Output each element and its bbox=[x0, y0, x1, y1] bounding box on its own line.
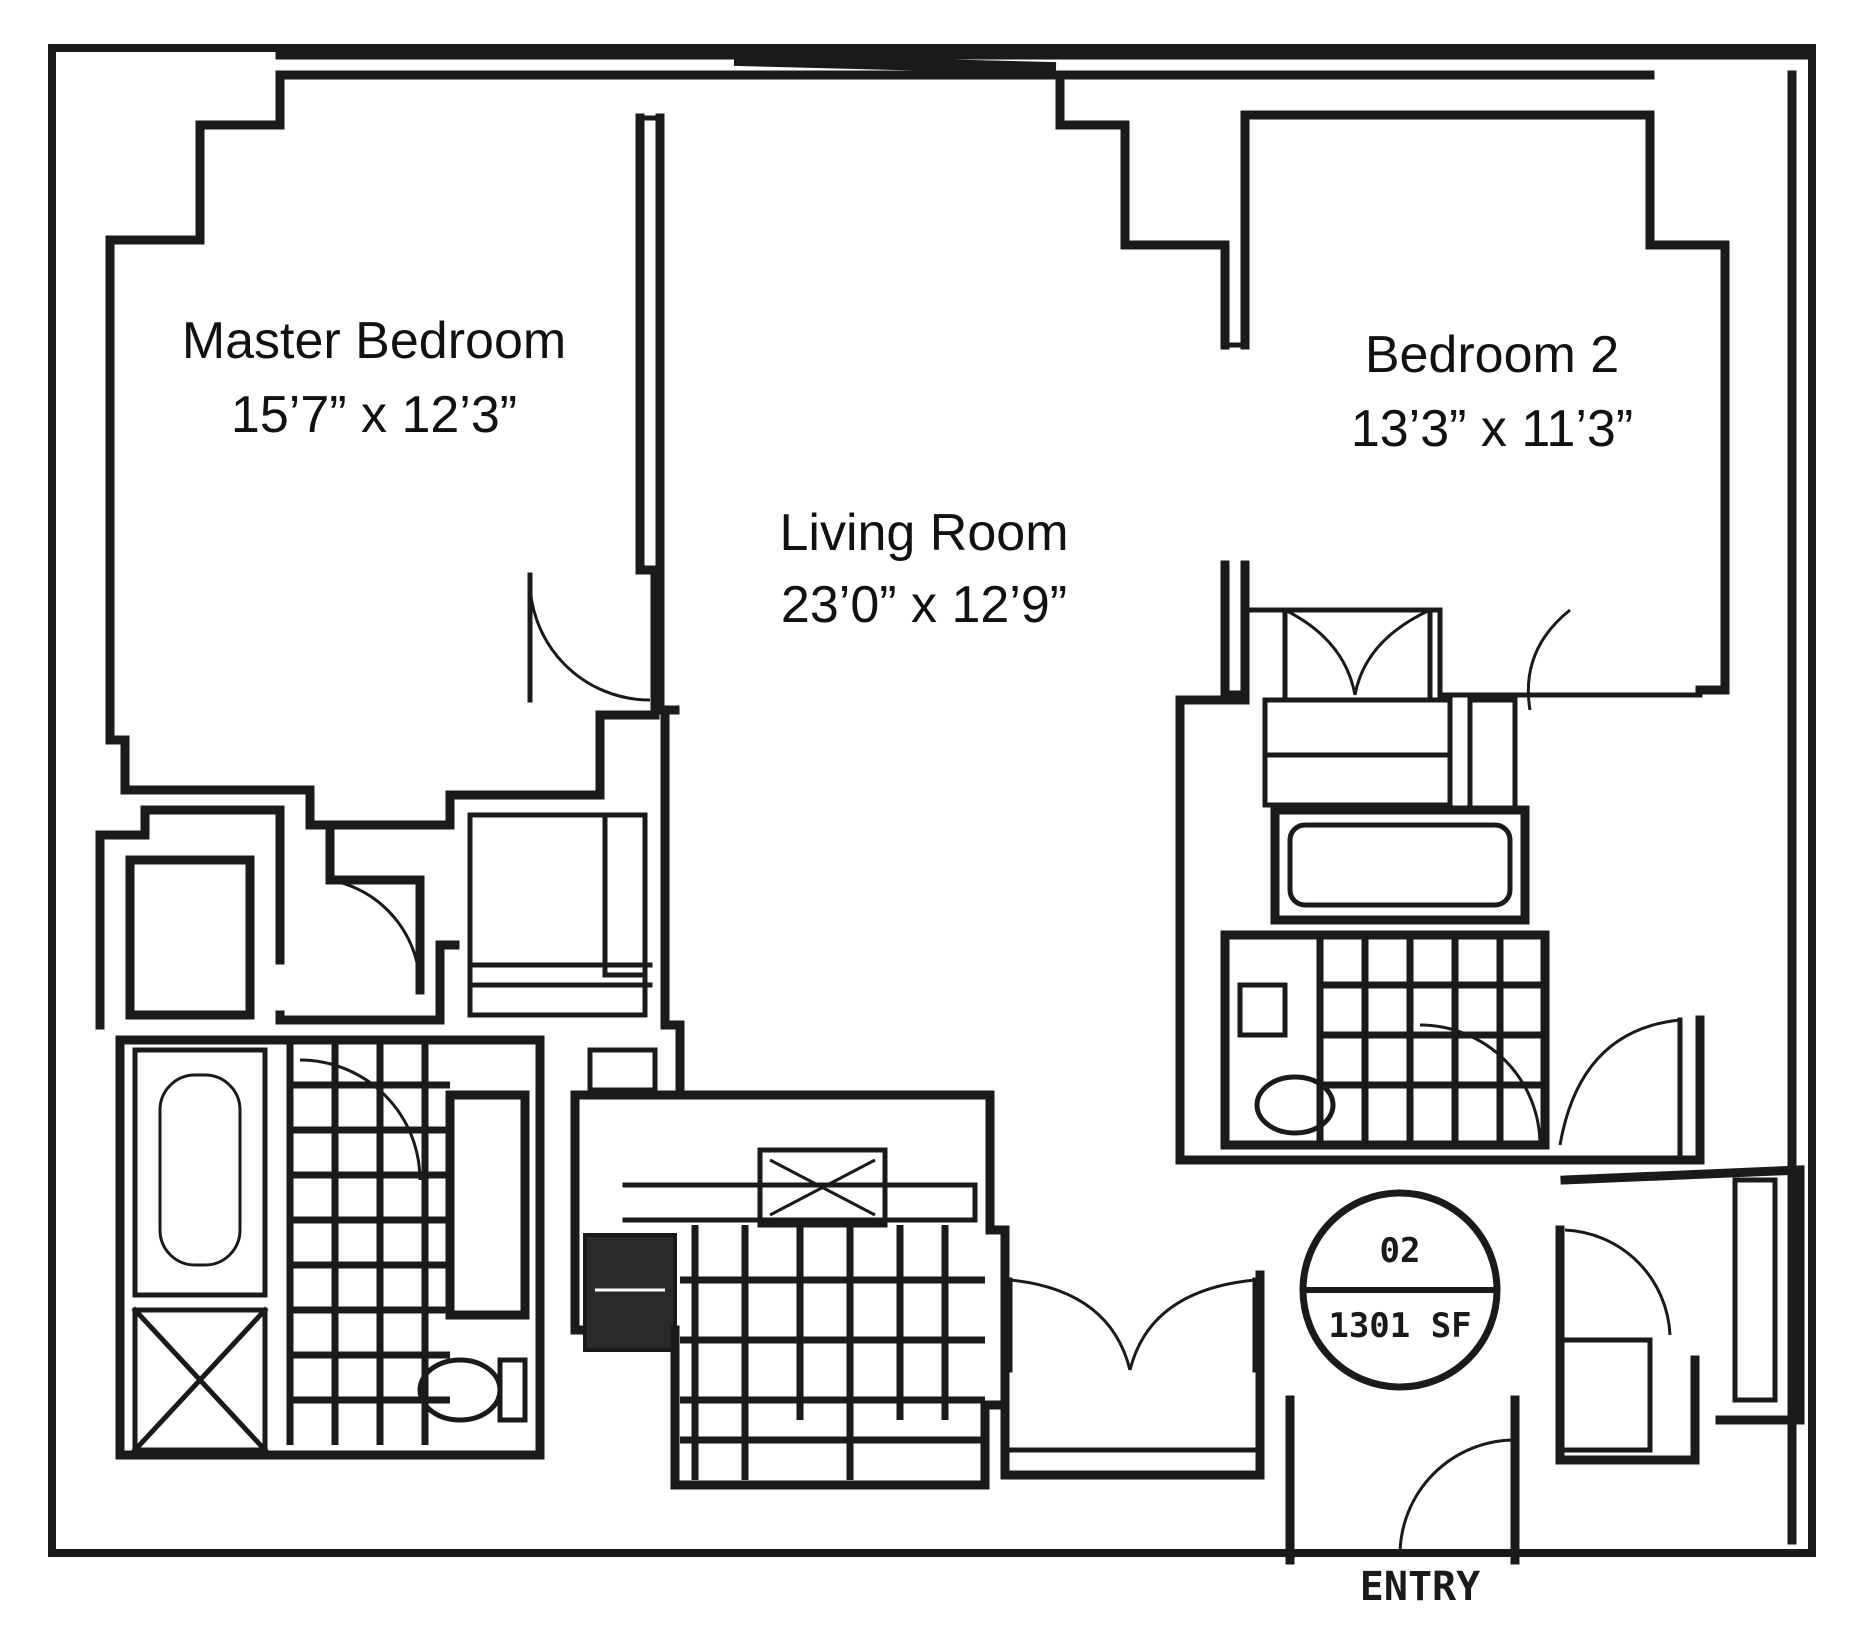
unit-number: 02 bbox=[1380, 1231, 1421, 1271]
bedroom-2-name: Bedroom 2 bbox=[1365, 326, 1619, 384]
unit-area: 1301 SF bbox=[1328, 1306, 1471, 1346]
bath-2-tile-grid bbox=[1316, 935, 1545, 1145]
master-bedroom-walls bbox=[105, 70, 680, 830]
kitchen-tile-grid bbox=[680, 1225, 985, 1480]
master-bedroom-name: Master Bedroom bbox=[182, 312, 566, 370]
living-room-dimensions: 23’0” x 12’9” bbox=[781, 576, 1067, 634]
unit-badge: 02 1301 SF bbox=[1299, 1189, 1501, 1391]
kitchen bbox=[583, 1090, 1010, 1490]
bedroom-2-walls bbox=[1055, 70, 1730, 711]
room-labels: Master Bedroom 15’7” x 12’3” Living Room… bbox=[182, 312, 1633, 634]
hall-and-entry bbox=[1285, 1017, 1805, 1565]
living-room-name: Living Room bbox=[779, 504, 1068, 562]
exterior-walls bbox=[48, 44, 1816, 1557]
master-bedroom-dimensions: 15’7” x 12’3” bbox=[231, 386, 517, 444]
entry-closet bbox=[1000, 1270, 1265, 1480]
bedroom-2-dimensions: 13’3” x 11’3” bbox=[1351, 400, 1633, 458]
entry-label: ENTRY bbox=[1360, 1564, 1480, 1610]
master-bathroom bbox=[115, 1035, 545, 1460]
master-bath-tile-grid bbox=[286, 1040, 450, 1445]
bedroom-2-bathroom bbox=[1175, 695, 1705, 1165]
master-closet bbox=[95, 805, 653, 1030]
